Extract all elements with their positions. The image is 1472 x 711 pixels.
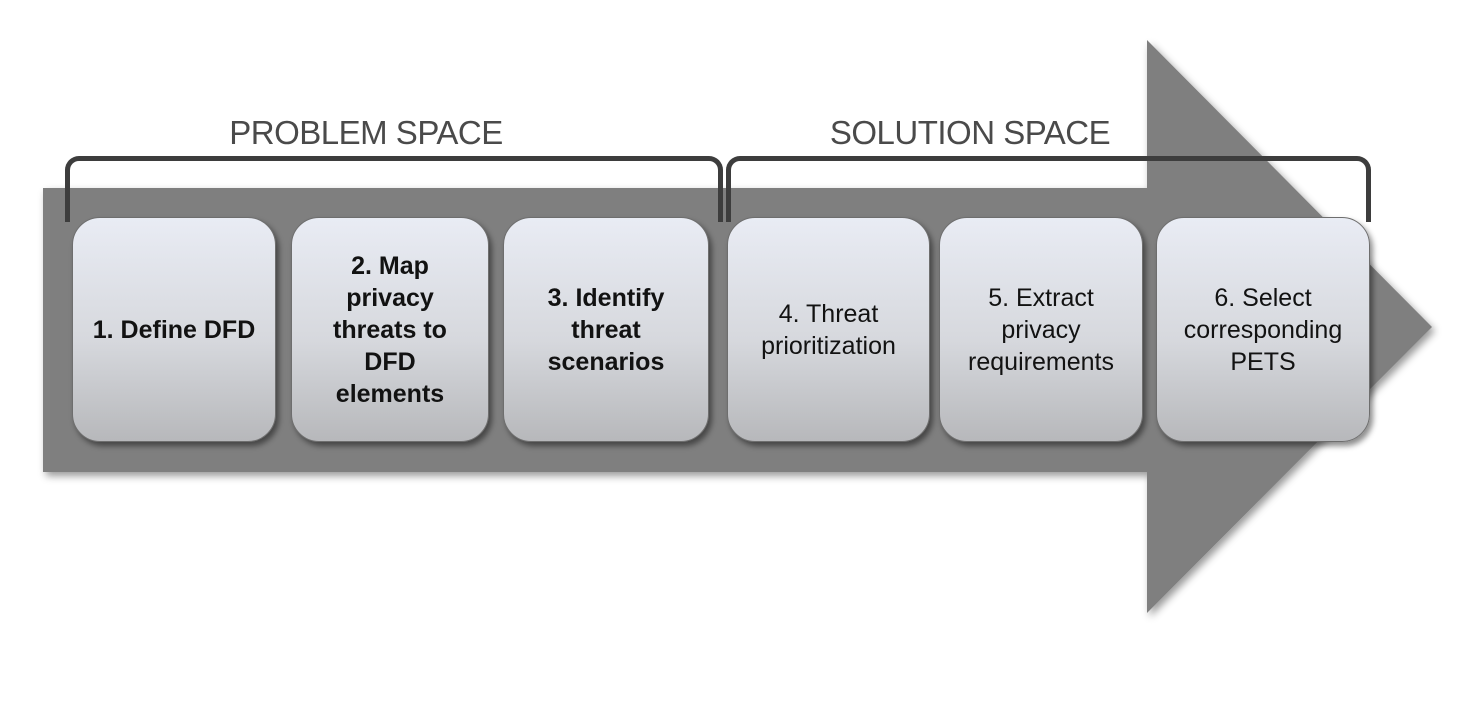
step-box-3: 3. Identify threat scenarios	[503, 217, 709, 442]
step-box-2: 2. Map privacy threats to DFD elements	[291, 217, 489, 442]
step-label-5: 5. Extract privacy requirements	[968, 283, 1114, 376]
step-box-4: 4. Threat prioritization	[727, 217, 930, 442]
solution-space-bracket	[726, 156, 1371, 222]
step-box-5: 5. Extract privacy requirements	[939, 217, 1143, 442]
step-label-4: 4. Threat prioritization	[761, 299, 896, 360]
problem-space-label: PROBLEM SPACE	[229, 114, 503, 151]
solution-space-label: SOLUTION SPACE	[829, 114, 1111, 151]
step-box-6: 6. Select corresponding PETS	[1156, 217, 1370, 442]
step-label-3: 3. Identify threat scenarios	[547, 283, 665, 376]
step-label-6: 6. Select corresponding PETS	[1183, 283, 1343, 376]
problem-space-bracket	[65, 156, 723, 222]
step-box-1: 1. Define DFD	[72, 217, 276, 442]
step-label-1: 1. Define DFD	[92, 315, 256, 344]
step-label-2: 2. Map privacy threats to DFD elements	[333, 251, 447, 408]
